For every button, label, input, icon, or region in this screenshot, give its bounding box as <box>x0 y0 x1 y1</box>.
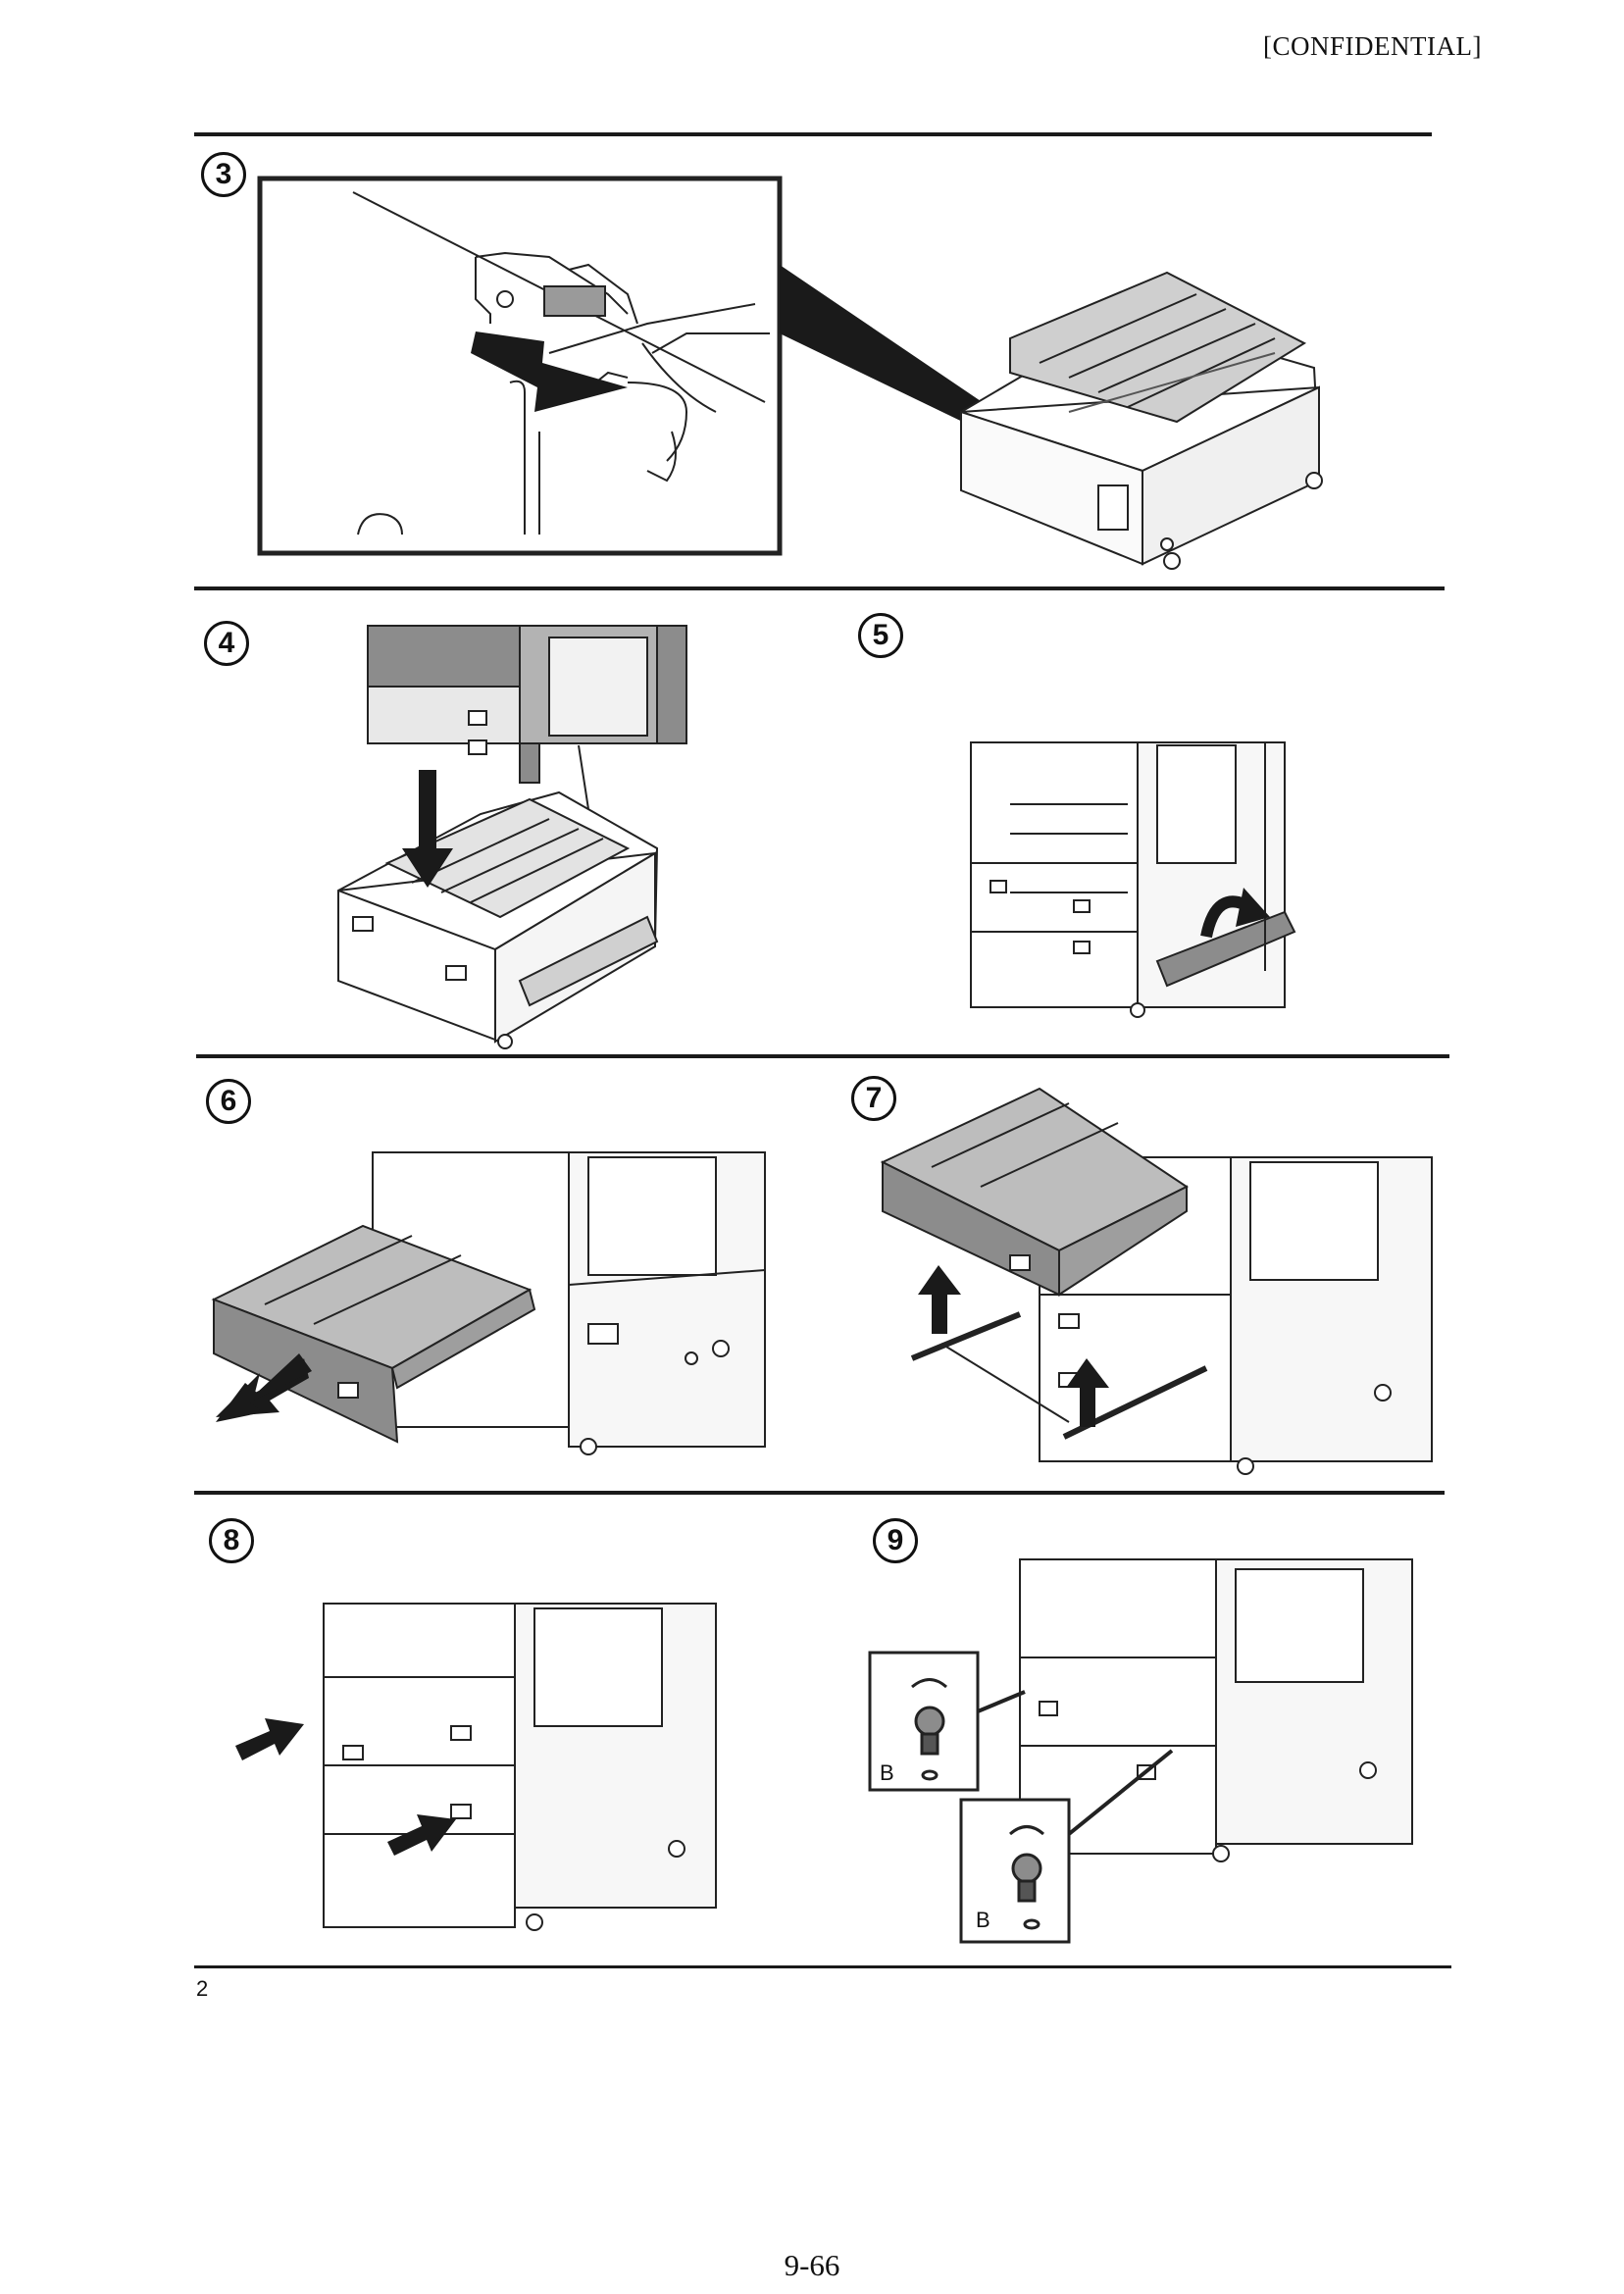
confidential-label: [CONFIDENTIAL] <box>1263 31 1482 61</box>
section-divider <box>196 1054 1449 1058</box>
step-number-3: 3 <box>201 152 246 197</box>
step8-machine <box>323 1603 717 1931</box>
step6-pull-arrow-head <box>216 1353 312 1422</box>
callout-label-b-upper: B <box>880 1760 894 1785</box>
step6-drawer <box>211 1224 536 1444</box>
step4-machine-upper <box>367 625 687 874</box>
footnote-divider <box>194 1965 1451 1968</box>
step5-machine <box>970 741 1296 1018</box>
step4-down-arrow <box>402 770 453 888</box>
step-number-8: 8 <box>209 1518 254 1563</box>
step-number-5: 5 <box>858 613 903 658</box>
step-number-7: 7 <box>851 1076 896 1121</box>
step6-machine <box>372 1151 766 1455</box>
footnote: 2 <box>196 1976 209 2001</box>
step9-machine <box>1019 1558 1413 1862</box>
step-number-4: 4 <box>204 621 249 666</box>
step3-arrow <box>471 331 628 412</box>
step4-feeder-unit <box>337 790 659 1049</box>
step9-callout-upper <box>868 1651 1026 1792</box>
step5-curved-arrow-head <box>1236 888 1270 927</box>
step9-callout-lower <box>959 1749 1174 1944</box>
step-number-9: 9 <box>873 1518 918 1563</box>
step3-cassette-unit <box>960 271 1323 570</box>
step8-push-arrows <box>235 1718 456 1856</box>
step7-up-arrows <box>918 1265 1109 1427</box>
section-divider <box>194 132 1432 136</box>
callout-label-b-lower: B <box>976 1908 990 1932</box>
section-divider <box>194 1491 1445 1495</box>
step-number-6: 6 <box>206 1079 251 1124</box>
step7-drawer-lifted <box>880 1087 1189 1297</box>
section-divider <box>194 586 1445 590</box>
page-number: 9-66 <box>784 2248 840 2282</box>
